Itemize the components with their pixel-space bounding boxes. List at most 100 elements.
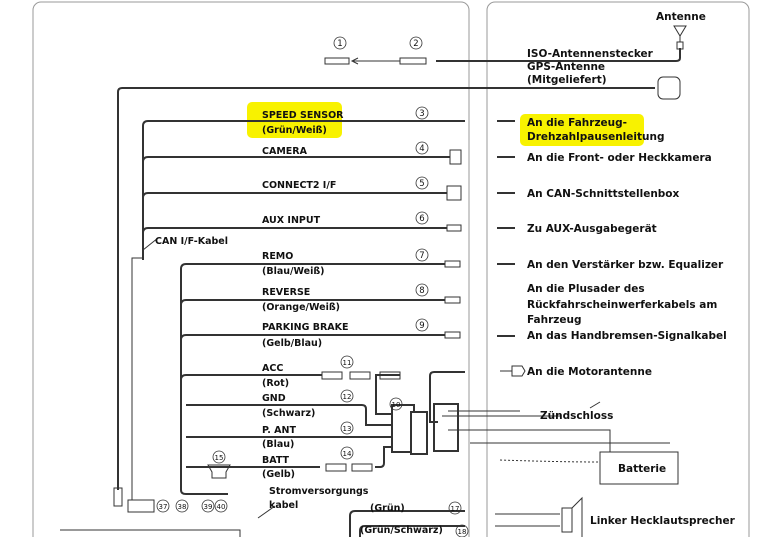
connector-number: 18	[458, 528, 467, 536]
acc-wire	[180, 374, 322, 381]
connector-number: 3	[419, 109, 424, 119]
connector-number: 38	[178, 503, 187, 511]
label-batt-color: (Gelb)	[262, 469, 295, 480]
label-can-cable: CAN I/F-Kabel	[155, 236, 228, 247]
label-battery: Batterie	[618, 463, 666, 475]
label-pant-color: (Blau)	[262, 439, 294, 450]
label-acc: ACC	[262, 363, 283, 374]
label-aux-input: AUX INPUT	[262, 215, 321, 226]
label-remo: REMO	[262, 251, 293, 262]
motor-antenna-icon	[500, 365, 526, 377]
aux-connector-icon	[446, 224, 462, 232]
label-green: (Grün)	[370, 503, 405, 514]
connector-number: 7	[419, 251, 424, 261]
arrow-1-2	[350, 57, 392, 65]
label-speed-target-1: An die Fahrzeug-	[527, 117, 627, 129]
connector-number: 6	[419, 214, 424, 224]
connector-number: 1	[337, 39, 342, 49]
connector-number: 13	[343, 425, 352, 433]
connector-number: 12	[343, 393, 352, 401]
green-black-wire	[359, 525, 465, 537]
green-wire	[349, 510, 465, 537]
antenna-wire	[436, 48, 681, 62]
right-panel	[486, 1, 750, 537]
label-reverse-target-3: Fahrzeug	[527, 314, 582, 326]
connector-number: 17	[451, 505, 460, 513]
camera-connector-icon	[449, 149, 462, 165]
label-speed-target-2: Drehzahlpausenleitung	[527, 131, 665, 143]
label-camera-target: An die Front- oder Heckkamera	[527, 152, 712, 164]
label-gps: GPS-Antenne	[527, 61, 605, 73]
connector-10-mate	[410, 411, 428, 455]
label-supplied: (Mitgeliefert)	[527, 74, 607, 86]
connector-number: 40	[217, 503, 226, 511]
parking-wire	[180, 334, 445, 341]
can-cable-line	[131, 257, 143, 500]
label-parking-brake-color: (Gelb/Blau)	[262, 338, 322, 349]
ignition-wires	[442, 410, 670, 444]
label-green-black: (Grün/Schwarz)	[360, 525, 443, 536]
label-ignition: Zündschloss	[540, 410, 613, 422]
acc-fuse-connector-a	[321, 371, 343, 380]
fuse-holder-icon	[207, 464, 231, 479]
connector-numbers	[156, 36, 469, 537]
connector-number: 10	[392, 401, 401, 409]
connector-number: 2	[413, 39, 418, 49]
label-antenna: Antenne	[656, 11, 706, 23]
label-brake-target: An das Handbremsen-Signalkabel	[527, 330, 727, 342]
connector-number: 4	[419, 144, 424, 154]
antenna-icon	[673, 25, 687, 42]
connector-number: 11	[343, 359, 352, 367]
label-speed-sensor: SPEED SENSOR	[262, 110, 344, 121]
batt-connector-b	[351, 463, 373, 472]
batt-connector-a	[325, 463, 347, 472]
label-gnd-color: (Schwarz)	[262, 408, 315, 419]
connector-number: 14	[343, 450, 352, 458]
aux-wire	[142, 227, 447, 234]
gps-plug	[113, 487, 123, 507]
reverse-wire	[180, 299, 445, 306]
antenna-plug	[676, 41, 684, 50]
connect2-connector-icon	[446, 185, 462, 201]
label-amp-target: An den Verstärker bzw. Equalizer	[527, 259, 724, 271]
label-reverse: REVERSE	[262, 287, 310, 298]
label-remo-color: (Blau/Weiß)	[262, 266, 325, 277]
label-pant: P. ANT	[262, 425, 296, 436]
connector-2-plug	[392, 57, 427, 65]
label-aux-target: Zu AUX-Ausgabegerät	[527, 223, 657, 235]
label-iso-plug: ISO-Antennenstecker	[527, 48, 654, 60]
power-cable-leader	[257, 505, 276, 519]
batt-wire	[186, 446, 392, 468]
ground-wire	[499, 459, 601, 463]
can-cable-leader	[142, 237, 159, 251]
speed-sensor-wire	[142, 120, 465, 260]
iso-connector	[433, 403, 459, 452]
label-power-cable-2: kabel	[269, 500, 298, 511]
label-speed-sensor-color: (Grün/Weiß)	[262, 125, 327, 136]
battery-icon	[599, 451, 679, 485]
label-gnd: GND	[262, 393, 286, 404]
can-plug	[127, 499, 155, 513]
connector-number: 39	[204, 503, 213, 511]
gps-antenna-icon	[657, 76, 681, 100]
connector-number: 37	[159, 503, 168, 511]
camera-wire	[142, 156, 450, 163]
label-power-cable: Stromversorgungs	[269, 486, 369, 497]
connector-number: 5	[419, 179, 424, 189]
label-acc-color: (Rot)	[262, 378, 289, 389]
label-can-target: An CAN-Schnittstellenbox	[527, 188, 680, 200]
label-left-rear-speaker: Linker Hecklautsprecher	[590, 515, 736, 527]
speaker-icon	[495, 496, 583, 537]
gps-wire	[117, 87, 655, 490]
bullet-connectors	[444, 260, 461, 339]
label-reverse-color: (Orange/Weiß)	[262, 302, 340, 313]
label-motor-antenna: An die Motorantenne	[527, 366, 652, 378]
motor-antenna-wire	[429, 371, 465, 423]
highlight-speed-target	[520, 114, 644, 146]
right-lead-lines	[497, 120, 515, 337]
unit-outline	[60, 529, 241, 537]
label-reverse-target-2: Rückfahrscheinwerferkabels am	[527, 299, 717, 311]
connect2-wire	[142, 192, 447, 199]
ignition-switch-icon	[565, 401, 611, 452]
